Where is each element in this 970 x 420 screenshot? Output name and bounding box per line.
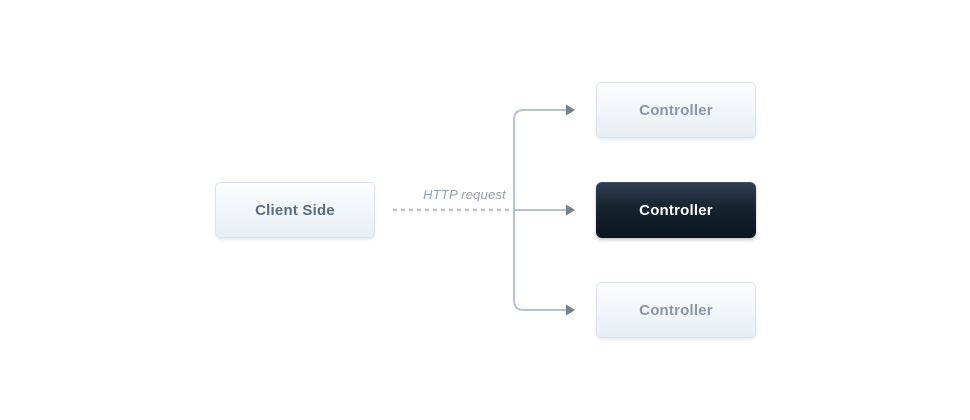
arrowhead-top <box>566 104 575 116</box>
client-side-label: Client Side <box>255 201 335 219</box>
arrowhead-middle <box>566 204 575 216</box>
controller-node-top: Controller <box>596 82 756 138</box>
controller-middle-label: Controller <box>639 201 713 219</box>
branch-trunk-line <box>513 109 566 311</box>
client-side-node: Client Side <box>215 182 375 238</box>
arrowhead-bottom <box>566 304 575 316</box>
controller-bottom-label: Controller <box>639 301 713 319</box>
controller-node-bottom: Controller <box>596 282 756 338</box>
http-request-label: HTTP request <box>423 187 506 202</box>
controller-node-middle-highlighted: Controller <box>596 182 756 238</box>
controller-top-label: Controller <box>639 101 713 119</box>
